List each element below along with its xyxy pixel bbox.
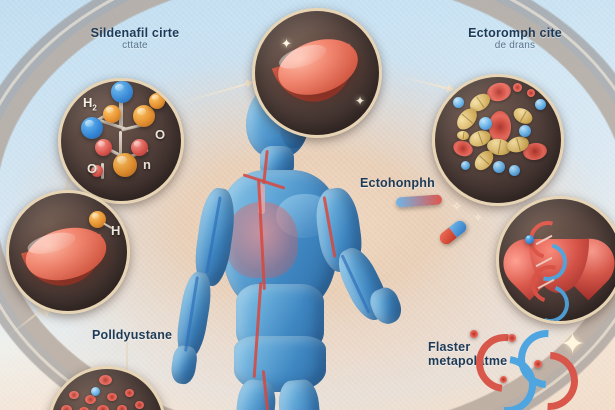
label-faster-metabolism: Flaster metapolatme	[428, 340, 507, 369]
platelet	[117, 405, 127, 410]
red-blood-cell	[513, 83, 522, 92]
molecule-particle	[509, 165, 520, 176]
connector-stem-bottomleft	[126, 340, 128, 374]
label-title: Sildenafil cirte	[90, 26, 180, 40]
molecule-bond	[119, 131, 122, 157]
pill-tablet	[20, 219, 112, 289]
atom-carbon	[89, 211, 106, 228]
label-subtitle: cttate	[122, 40, 148, 52]
molecule-particle	[519, 125, 531, 137]
label-title: Ectoromph cite	[468, 26, 562, 40]
molecule-particle	[534, 360, 542, 368]
platelet	[99, 375, 112, 385]
molecule-particle	[470, 330, 478, 338]
molecule-label-oxygen: O	[155, 127, 166, 142]
heart-shape	[499, 213, 615, 301]
atom-oxygen	[131, 139, 148, 156]
label-title: Polldyustane	[92, 328, 173, 342]
platelet	[97, 405, 109, 410]
atom-carbon	[113, 153, 137, 177]
atom-carbon	[103, 105, 121, 123]
dna-helix	[522, 214, 576, 321]
atom-oxygen	[95, 139, 112, 156]
platelet	[85, 395, 96, 404]
platelet	[69, 391, 79, 399]
red-blood-cell	[527, 89, 535, 97]
atom-carbon	[133, 105, 155, 127]
figure-trachea	[258, 184, 265, 214]
molecule-particle	[508, 334, 516, 342]
sparkle-icon: ✧	[474, 213, 483, 224]
platelet	[61, 405, 72, 410]
platelet	[135, 401, 144, 409]
atom-nitrogen	[81, 117, 103, 139]
blood-cells-inset	[432, 74, 564, 206]
dna-ribbon-bottom	[464, 318, 590, 410]
anatomical-human-figure	[168, 84, 406, 410]
molecule-label-nitrogen: n	[143, 157, 151, 172]
molecule-label-hydrogen: H2	[83, 95, 97, 113]
pill-top-inset: ✦ ✦	[252, 8, 382, 138]
drug-capsule	[456, 130, 470, 141]
platelet	[79, 407, 89, 410]
drug-capsule	[510, 104, 536, 128]
red-blood-cell	[489, 111, 511, 143]
atom-oxygen	[91, 165, 103, 177]
label-subtitle: de drans	[494, 40, 536, 52]
molecule-particle	[91, 387, 100, 396]
sparkle-icon: ✧	[452, 199, 463, 213]
label-subtitle: metapolatme	[428, 354, 508, 369]
label-title: Ectohonphh	[360, 176, 435, 190]
pill-left-inset: H	[6, 190, 130, 314]
label-sildenafil: Sildenafil cirte cttate	[70, 26, 200, 52]
platelet	[125, 389, 134, 397]
molecule-particle	[535, 99, 546, 110]
dna-node	[525, 235, 534, 244]
atom-carbon	[149, 93, 165, 109]
molecule-particle	[461, 161, 470, 170]
molecule-bond	[119, 89, 123, 127]
molecule-label-oxygen: O	[87, 161, 98, 176]
label-polldyustane: Polldyustane	[92, 328, 172, 342]
label-title: Flaster	[428, 340, 471, 354]
platelet	[107, 393, 117, 401]
sparkle-icon: ✦	[355, 94, 366, 108]
heart-inset	[496, 196, 615, 324]
label-ectohonphh: Ectohonphh	[360, 176, 435, 190]
molecule-inset: H2 O O n	[58, 78, 184, 204]
atom-nitrogen	[111, 81, 133, 103]
molecule-particle	[493, 161, 505, 173]
sparkle-icon: ✦	[281, 36, 292, 51]
molecule-particle	[479, 117, 492, 130]
sparkle-icon: ✦	[560, 328, 586, 361]
molecule-particle	[500, 376, 507, 383]
pill-inset-hydrogen-label: H	[111, 223, 121, 238]
label-ectoromph: Ectoromph cite de drans	[440, 26, 590, 52]
molecule-particle	[453, 97, 464, 108]
